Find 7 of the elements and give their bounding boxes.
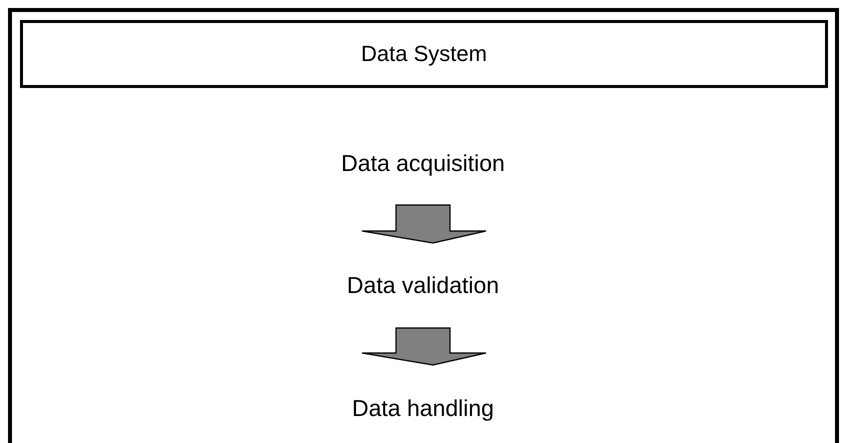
block-arrow	[361, 327, 487, 366]
title-box: Data System	[20, 20, 828, 88]
block-arrow	[361, 204, 487, 244]
step-label: Data handling	[223, 365, 623, 435]
step-label: Data validation	[223, 243, 623, 328]
frame-box	[8, 8, 839, 443]
step-label: Data acquisition	[223, 143, 623, 205]
